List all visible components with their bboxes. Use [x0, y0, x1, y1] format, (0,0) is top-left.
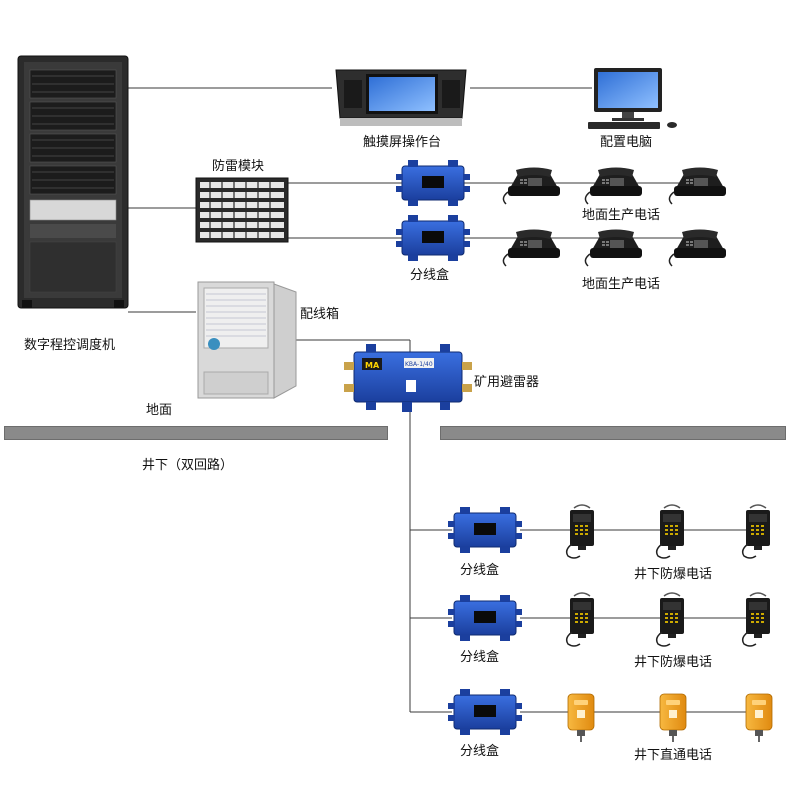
- explosion-phone-2-3: [741, 592, 771, 647]
- explosion-phone-2-2: [655, 592, 685, 647]
- explosion-phone-1-1: [565, 504, 595, 559]
- distribution-cabinet-label: 配线箱: [300, 306, 339, 322]
- explosion-phone-label-2: 井下防爆电话: [634, 654, 712, 670]
- touch-console: [335, 69, 467, 126]
- computer-label: 配置电脑: [600, 135, 652, 150]
- direct-phone-2: [659, 693, 687, 743]
- surface-junction-box-label: 分线盒: [410, 267, 449, 283]
- arrester-plate: KBA-1/40: [405, 361, 433, 368]
- mine-arrester: MA KBA-1/40: [344, 344, 472, 412]
- direct-phone-3: [745, 693, 773, 743]
- junction-box-label-1: 分线盒: [460, 562, 499, 578]
- explosion-phone-1-3: [741, 504, 771, 559]
- console-label: 触摸屏操作台: [363, 134, 441, 150]
- junction-box-label-3: 分线盒: [460, 743, 499, 759]
- arrester-logo: MA: [365, 361, 380, 370]
- ground-surface-label: 地面: [146, 403, 172, 418]
- ground-bar-left: [4, 426, 388, 440]
- underground-junction-box-3: [447, 688, 523, 736]
- connection-lines: [128, 87, 760, 713]
- surface-phone-1-2: [584, 166, 643, 205]
- direct-phone-label: 井下直通电话: [634, 748, 712, 763]
- explosion-phone-2-1: [565, 592, 595, 647]
- distribution-cabinet: [197, 281, 297, 399]
- junction-box-label-2: 分线盒: [460, 649, 499, 665]
- underground-junction-box-2: [447, 594, 523, 642]
- surface-phone-label-1: 地面生产电话: [582, 208, 660, 223]
- surface-phone-1-3: [668, 166, 727, 205]
- config-computer: [588, 68, 677, 129]
- surface-phone-label-2: 地面生产电话: [582, 277, 660, 292]
- lightning-module-label: 防雷模块: [212, 158, 264, 174]
- mine-arrester-label: 矿用避雷器: [474, 375, 539, 390]
- direct-phone-1: [567, 693, 595, 743]
- lightning-module: [195, 177, 289, 243]
- ground-bar-right: [440, 426, 786, 440]
- underground-junction-box-1: [447, 506, 523, 554]
- explosion-phone-label-1: 井下防爆电话: [634, 566, 712, 582]
- surface-junction-box-2: [395, 214, 471, 262]
- rack-label: 数字程控调度机: [24, 337, 115, 353]
- surface-phone-1-1: [502, 166, 561, 205]
- surface-junction-box-1: [395, 159, 471, 207]
- dispatcher-rack: [17, 55, 129, 309]
- surface-phone-2-1: [502, 228, 561, 267]
- underground-label: 井下（双回路）: [142, 457, 233, 473]
- surface-phone-2-3: [668, 228, 727, 267]
- explosion-phone-1-2: [655, 504, 685, 559]
- surface-phone-2-2: [584, 228, 643, 267]
